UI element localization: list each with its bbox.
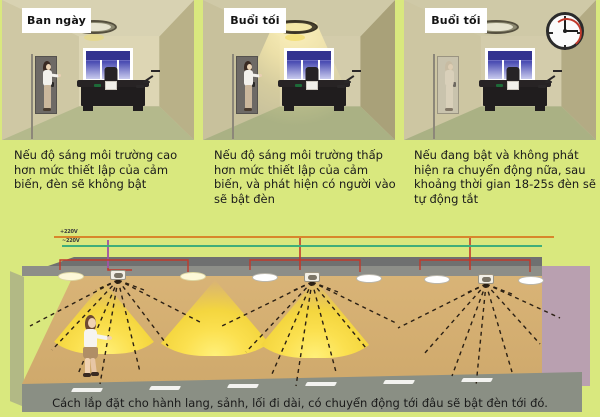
walking-person [82, 315, 112, 377]
floor-marking [226, 384, 260, 388]
desk-item-keyboard [337, 84, 346, 88]
ceiling-light [424, 275, 450, 284]
ceiling-light [252, 273, 278, 282]
desk-lamp-icon [344, 70, 362, 83]
ceiling-light [180, 272, 206, 281]
desk-item-keyboard [136, 84, 145, 88]
lamp-glow [84, 33, 105, 41]
door-frame [30, 53, 33, 140]
corridor-right-wall [542, 266, 590, 386]
desk-lamp-icon [143, 70, 161, 83]
live-voltage-label: +220V [60, 229, 78, 235]
floor-marking [148, 386, 182, 390]
live-wire [54, 236, 554, 238]
floor-marking [304, 382, 338, 386]
corridor-caption: Cách lắp đặt cho hành lang, sảnh, lối đi… [52, 396, 548, 410]
desk-item-book [295, 84, 303, 87]
detection-rays [29, 279, 561, 387]
motion-sensor [478, 274, 494, 284]
person-entering [42, 60, 62, 114]
neutral-voltage-label: ~220V [62, 238, 80, 244]
desk-item-keyboard [538, 84, 547, 88]
room-scene [203, 0, 395, 140]
corridor-diagram: +220V ~220V [0, 222, 600, 412]
caption-evening-timeout: Nếu đang bật và không phát hiện ra chuyể… [414, 148, 596, 206]
room-panel-evening-timeout [404, 0, 596, 140]
monitor [507, 81, 520, 91]
caption-evening-on: Nếu độ sáng môi trường thấp hơn mức thiế… [214, 148, 396, 206]
door-frame [432, 53, 435, 140]
wall-clock-icon [546, 12, 584, 50]
monitor [105, 81, 118, 91]
lamp-glow [285, 33, 306, 41]
desk-lamp-icon [545, 70, 563, 83]
monitor [306, 81, 319, 91]
ceiling-light [58, 272, 84, 281]
label-evening-timeout: Buổi tối [426, 9, 486, 32]
corridor-ceiling-face [22, 266, 542, 276]
ceiling-light [518, 276, 544, 285]
office-chair [104, 67, 118, 84]
ceiling-light [356, 274, 382, 283]
neutral-wire [62, 245, 542, 247]
office-chair [506, 67, 520, 84]
desk-item-book [496, 84, 504, 87]
motion-sensor [304, 272, 320, 282]
floor-marking [460, 378, 494, 382]
label-daytime: Ban ngày [23, 9, 90, 32]
person-silhouette [444, 60, 456, 114]
wiring-schematic [59, 238, 531, 272]
office-chair [305, 67, 319, 84]
caption-daytime: Nếu độ sáng môi trường cao hơn mức thiết… [14, 148, 178, 191]
room-scene [404, 0, 596, 140]
window [484, 47, 535, 82]
room-panels-row [0, 0, 600, 140]
floor-marking [70, 388, 104, 392]
desk-item-book [94, 84, 102, 87]
floor-marking [382, 380, 416, 384]
motion-sensor [110, 270, 126, 280]
person-entering [243, 60, 263, 114]
label-evening-on: Buổi tối [225, 9, 285, 32]
door-frame [231, 53, 234, 140]
clock-hour-hand [564, 21, 566, 31]
